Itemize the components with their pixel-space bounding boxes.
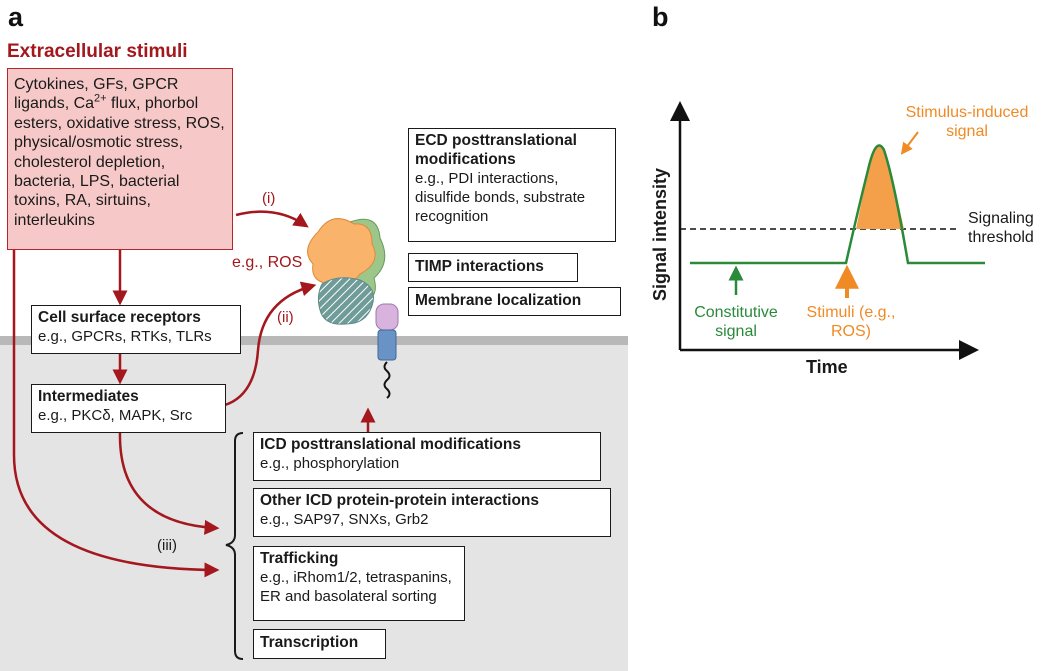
arrow-route-i	[235, 210, 309, 228]
protein-illustration	[307, 218, 399, 399]
ecd-ptm-box: ECD posttranslational modifications e.g.…	[408, 128, 616, 242]
panel-a-letter: a	[8, 2, 24, 32]
stimuli-text-pre: Cytokines, GFs, GPCR ligands, Ca	[14, 76, 179, 113]
arrow-route-ii	[224, 281, 317, 407]
route-ii-label: (ii)	[277, 309, 294, 326]
curly-brace	[225, 432, 244, 660]
icd-ptm-text: e.g., phosphorylation	[260, 455, 400, 472]
x-axis-title: Time	[806, 357, 848, 377]
arrow-route-iii	[12, 250, 220, 578]
cell-surface-receptors-text: e.g., GPCRs, RTKs, TLRs	[38, 328, 212, 345]
intermediates-title: Intermediates	[38, 388, 139, 405]
intermediates-text: e.g., PKCδ, MAPK, Src	[38, 407, 193, 424]
cell-surface-receptors-title: Cell surface receptors	[38, 309, 201, 326]
icd-ppi-text: e.g., SAP97, SNXs, Grb2	[260, 511, 429, 528]
trafficking-box: Trafficking e.g., iRhom1/2, tetraspanins…	[253, 546, 465, 621]
constitutive-label: Constitutive signal	[694, 304, 778, 340]
stimulus-signal-label: Stimulus-induced signal	[905, 104, 1029, 140]
icd-ptm-box: ICD posttranslational modifications e.g.…	[253, 432, 601, 481]
ecd-ptm-title: ECD posttranslational modifications	[415, 132, 577, 168]
ecd-ptm-text: e.g., PDI interactions, disulfide bonds,…	[415, 170, 586, 225]
trafficking-title: Trafficking	[260, 550, 339, 567]
signal-plot	[670, 101, 985, 360]
icd-ppi-box: Other ICD protein-protein interactions e…	[253, 488, 611, 537]
icd-ppi-title: Other ICD protein-protein interactions	[260, 492, 540, 509]
signal-trace	[690, 144, 985, 265]
stimuli-label: Stimuli (e.g., ROS)	[806, 304, 896, 340]
cell-surface-receptors-box: Cell surface receptors e.g., GPCRs, RTKs…	[31, 305, 241, 354]
icd-ptm-title: ICD posttranslational modifications	[260, 436, 521, 453]
stimuli-title: Extracellular stimuli	[7, 41, 188, 62]
transcription-box: Transcription	[253, 629, 386, 659]
timp-interactions-box: TIMP interactions	[408, 253, 578, 282]
panel-a-diagram	[12, 210, 399, 660]
stimulus-signal-area	[856, 145, 904, 229]
plasma-membrane	[0, 336, 628, 345]
stimuli-box: Cytokines, GFs, GPCR ligands, Ca2+ flux,…	[7, 68, 233, 250]
y-axis-title: Signal intensity	[650, 167, 670, 301]
arrow-intermediates-to-icd	[118, 431, 220, 535]
panel-b-letter: b	[652, 2, 669, 32]
stimulus-signal-pointer	[900, 131, 919, 155]
stimuli-text-post: flux, phorbol esters, oxidative stress, …	[14, 95, 225, 229]
threshold-label: Signaling threshold	[968, 210, 1034, 246]
stimuli-sup: 2+	[94, 93, 107, 106]
membrane-localization-box: Membrane localization	[408, 287, 621, 316]
route-i-label: (i)	[262, 190, 276, 207]
ros-label: e.g., ROS	[232, 254, 303, 271]
trafficking-text: e.g., iRhom1/2, tetraspanins, ER and bas…	[260, 569, 452, 605]
intermediates-box: Intermediates e.g., PKCδ, MAPK, Src	[31, 384, 226, 433]
route-iii-label: (iii)	[157, 537, 177, 554]
